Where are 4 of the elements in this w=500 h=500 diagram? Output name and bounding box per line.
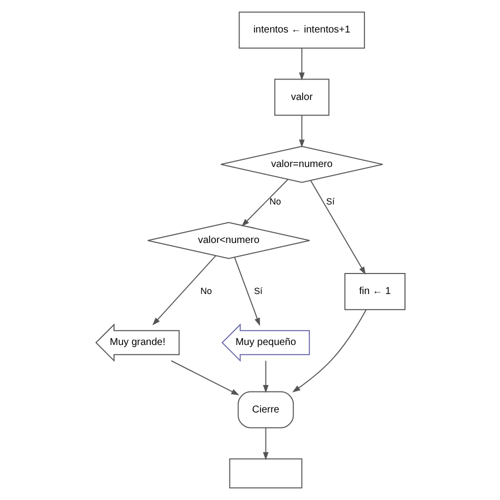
edge-label: No (200, 286, 212, 296)
edge-label: Sí (326, 196, 334, 207)
edge-label: No (269, 196, 281, 207)
edge-label: Sí (254, 286, 262, 296)
